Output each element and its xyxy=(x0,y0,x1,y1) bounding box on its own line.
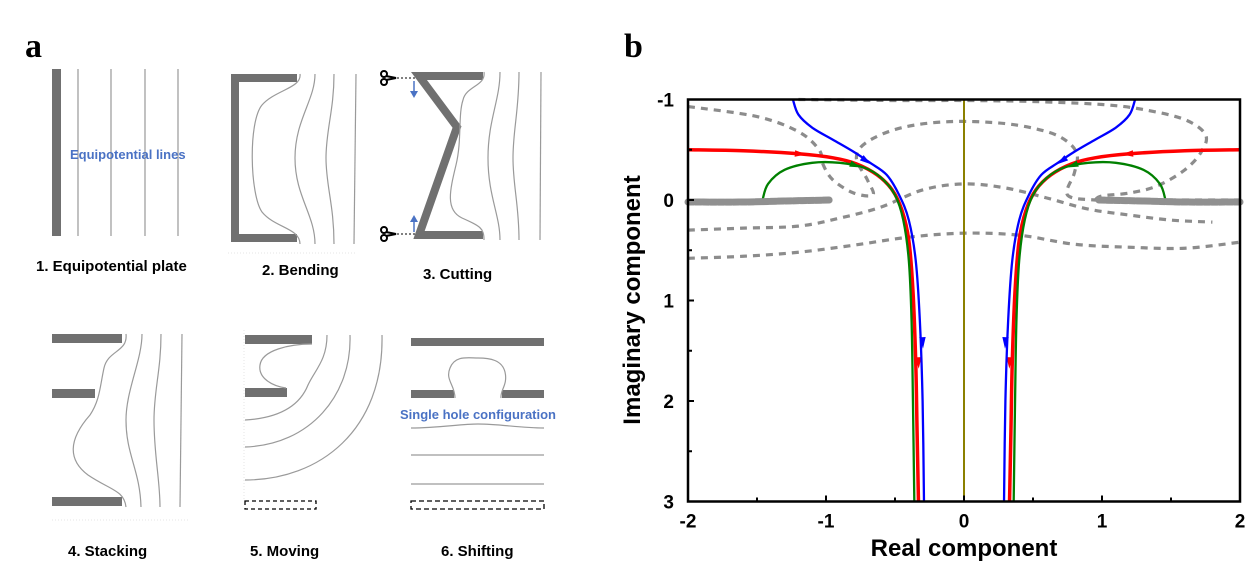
scissors-icon xyxy=(380,226,416,242)
equipotential-line xyxy=(539,71,542,241)
blue-trajectory-arrowhead xyxy=(859,155,872,165)
equipotential-line xyxy=(153,333,162,508)
step-3-caption: 3. Cutting xyxy=(423,266,493,283)
series-layer xyxy=(684,97,1244,502)
moving-plate xyxy=(245,388,287,397)
equipotential-line xyxy=(487,71,501,241)
equipotential-line xyxy=(244,334,351,448)
blue-trajectory-left xyxy=(791,99,926,502)
stacked-plate xyxy=(52,497,122,506)
stacked-plate xyxy=(52,334,122,343)
equipotential-line xyxy=(512,71,520,241)
step-5-caption: 5. Moving xyxy=(250,543,320,560)
x-axis-title: Real component xyxy=(871,535,1058,562)
red-trajectory-arrowhead xyxy=(794,150,807,157)
step-4-diagram xyxy=(52,333,190,521)
y-tick-label: 0 xyxy=(663,191,674,212)
panel-a-diagram xyxy=(52,69,545,521)
bent-plate xyxy=(231,74,297,242)
panel-a-letter: a xyxy=(25,28,42,65)
panel-b-letter: b xyxy=(624,28,643,65)
x-tick-label: 1 xyxy=(1097,512,1108,533)
contour-2 xyxy=(687,182,1213,232)
y-tick-label: 3 xyxy=(663,493,674,514)
scissors-icon xyxy=(380,70,416,86)
x-tick-label: -1 xyxy=(818,512,835,533)
branch-cut-right xyxy=(1094,196,1244,206)
target-position-dashed xyxy=(410,500,545,510)
green-trajectory-arrowhead xyxy=(1066,160,1079,168)
step-2-caption: 2. Bending xyxy=(262,262,339,279)
arrow-up-icon xyxy=(410,215,418,232)
equipotential-line xyxy=(353,73,357,245)
step-6-diagram xyxy=(410,338,545,510)
x-tick-label: 0 xyxy=(959,512,970,533)
shifting-plate xyxy=(411,390,454,398)
red-trajectory-arrowhead xyxy=(915,357,922,369)
y-axis-title: Imaginary component xyxy=(619,175,646,424)
equipotential-line xyxy=(179,333,183,508)
equipotential-line xyxy=(448,357,507,399)
equipotential-line xyxy=(449,71,485,241)
step-5-diagram xyxy=(243,330,383,510)
single-hole-note: Single hole configuration xyxy=(400,407,556,422)
red-trajectory-arrowhead xyxy=(1121,150,1134,157)
equipotential-line xyxy=(125,333,143,508)
blue-trajectory-arrowhead xyxy=(1056,155,1069,165)
cut-plate xyxy=(411,72,483,239)
target-position-dashed xyxy=(244,500,317,510)
y-tick-label: 1 xyxy=(663,292,674,313)
equipotential-line xyxy=(244,334,383,481)
equipotential-line xyxy=(72,333,127,508)
equipotential-line xyxy=(251,73,301,245)
branch-cut-left xyxy=(684,196,834,206)
step-1-caption: 1. Equipotential plate xyxy=(36,258,187,275)
arrow-down-icon xyxy=(410,81,418,98)
red-trajectory-arrowhead xyxy=(1006,357,1013,369)
green-trajectory-right xyxy=(1012,160,1167,502)
stacked-plate xyxy=(52,389,95,398)
step-6-caption: 6. Shifting xyxy=(441,543,514,560)
blue-trajectory-arrowhead xyxy=(1002,337,1009,349)
step-4-caption: 4. Stacking xyxy=(68,543,148,560)
shifting-plate xyxy=(502,390,544,398)
green-trajectory-left xyxy=(761,160,916,502)
y-tick-label: -1 xyxy=(657,91,674,112)
equipotential-line xyxy=(294,73,316,245)
step-2-diagram xyxy=(228,73,357,254)
x-tick-label: 2 xyxy=(1235,512,1246,533)
equipotential-line xyxy=(259,343,313,389)
green-trajectory-arrowhead xyxy=(849,160,862,168)
step-1-diagram xyxy=(52,69,179,236)
equipotential-line xyxy=(410,423,545,429)
blue-trajectory-right xyxy=(1002,99,1137,502)
shifting-plate xyxy=(411,338,544,346)
equipotential-line xyxy=(325,73,335,245)
tick-layer: -2 -1 0 1 2 -1 0 1 2 3 xyxy=(657,91,1245,533)
equipotential-line xyxy=(244,334,328,421)
equipotential-plate xyxy=(52,69,61,236)
y-tick-label: 2 xyxy=(663,392,674,413)
contour-4 xyxy=(798,97,1209,202)
x-tick-label: -2 xyxy=(680,512,697,533)
step-3-diagram xyxy=(380,70,542,242)
blue-trajectory-arrowhead xyxy=(919,337,926,349)
moving-plate xyxy=(245,335,312,344)
equipotential-lines-note: Equipotential lines xyxy=(70,147,186,162)
